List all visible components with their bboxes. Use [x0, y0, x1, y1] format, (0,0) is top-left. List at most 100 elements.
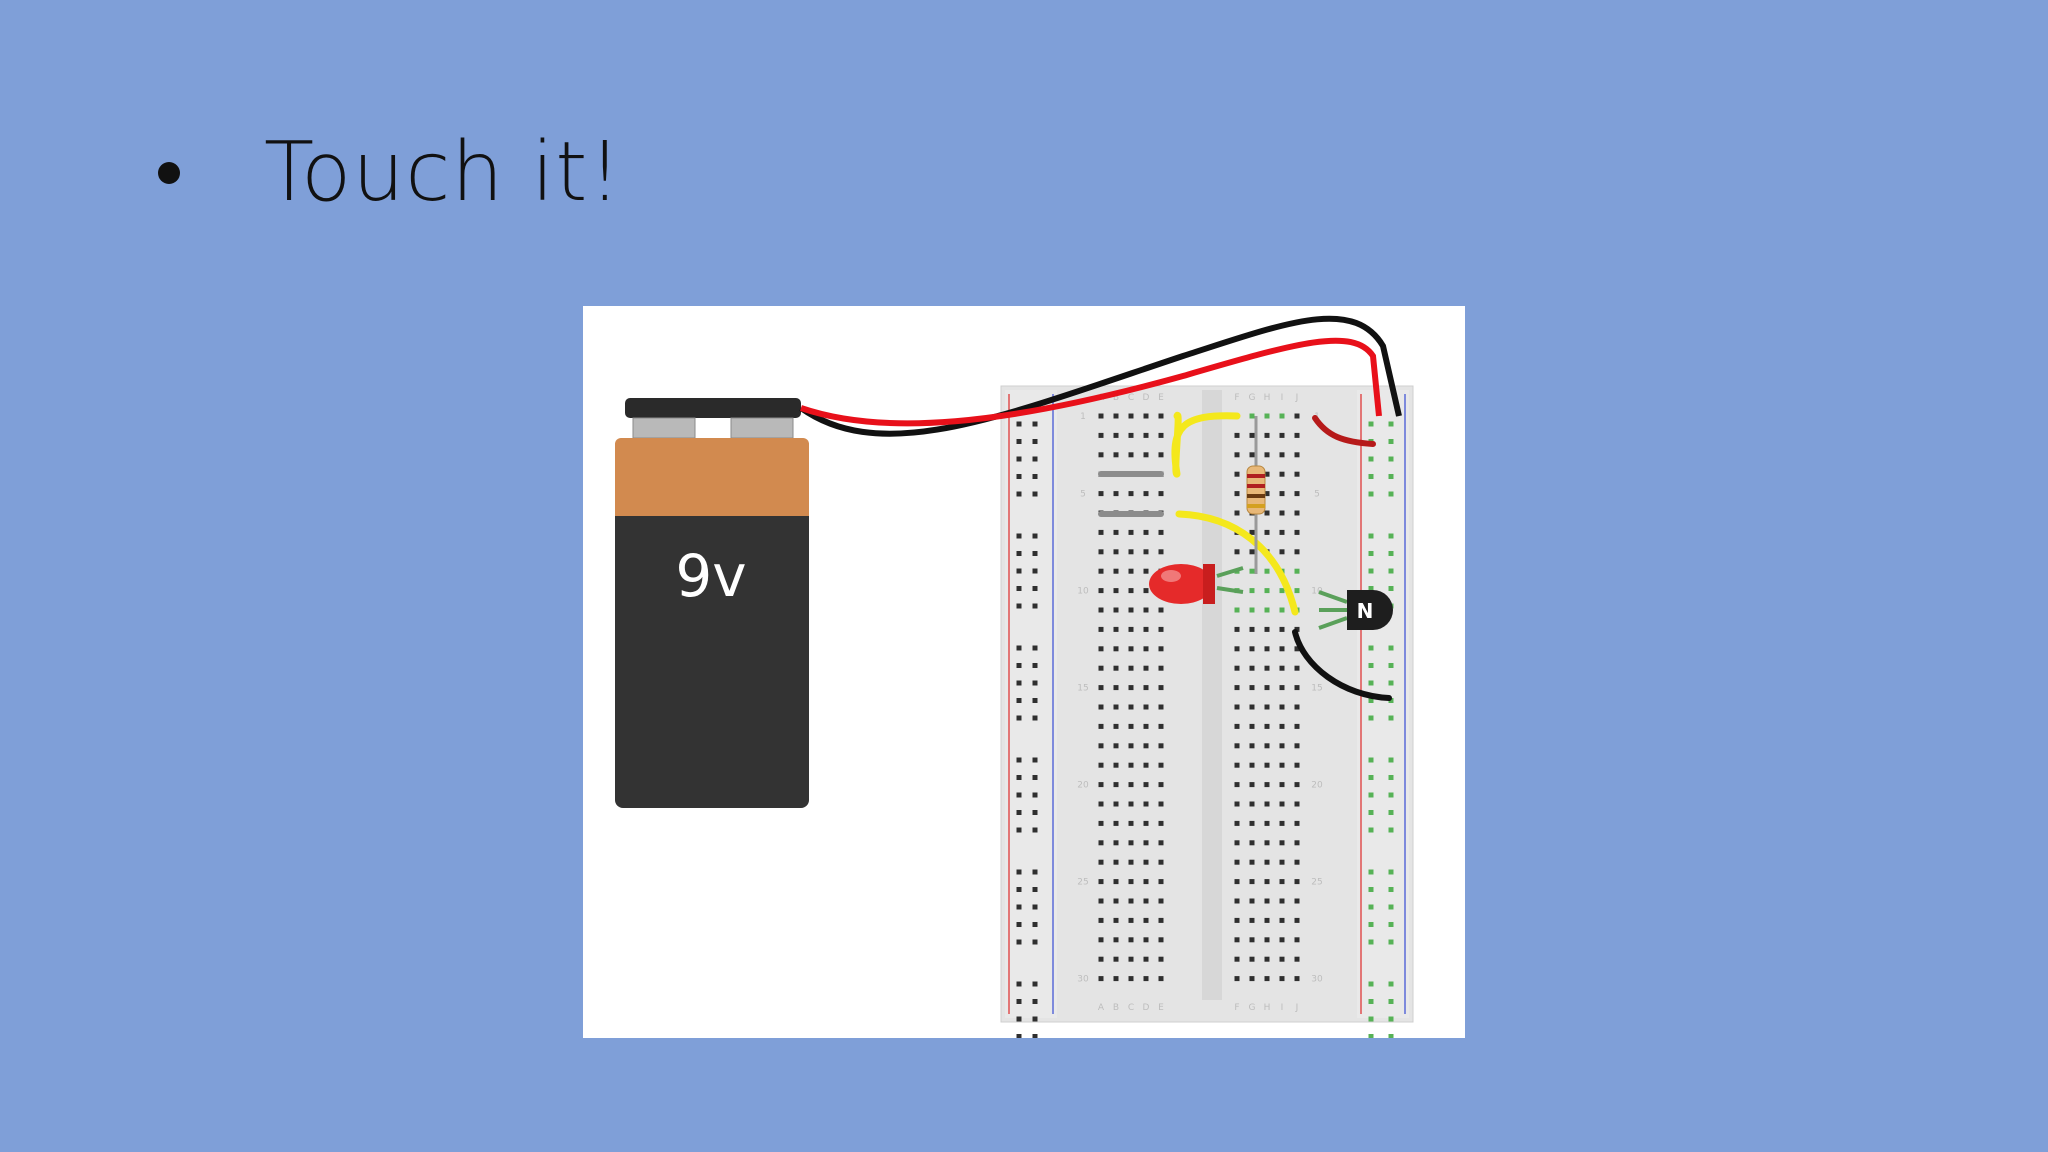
breadboard-hole	[1128, 743, 1134, 749]
breadboard-hole	[1158, 685, 1164, 691]
rail-hole-connected	[1388, 586, 1394, 591]
rail-hole-connected	[1388, 568, 1394, 574]
breadboard-hole	[1279, 413, 1285, 419]
rail-hole-connected	[1368, 474, 1374, 479]
breadboard-hole	[1279, 879, 1285, 885]
rail-hole	[1032, 810, 1038, 815]
rail-hole	[1032, 603, 1038, 609]
breadboard-hole	[1128, 976, 1134, 982]
rail-hole	[1016, 981, 1022, 987]
rail-hole	[1016, 887, 1022, 892]
rail-hole	[1016, 474, 1022, 479]
breadboard-hole	[1143, 879, 1149, 885]
rail-hole	[1016, 680, 1022, 686]
row-number: 25	[1077, 878, 1088, 888]
column-letter: D	[1143, 393, 1150, 403]
led	[1149, 564, 1244, 604]
rail-hole-connected	[1388, 663, 1394, 668]
breadboard-hole	[1158, 917, 1164, 923]
row-number: 20	[1077, 781, 1089, 791]
breadboard-hole	[1158, 743, 1164, 749]
breadboard-hole	[1143, 685, 1149, 691]
breadboard-hole	[1249, 743, 1255, 749]
breadboard-hole	[1113, 840, 1119, 846]
battery-terminal-left	[632, 417, 696, 439]
breadboard-hole	[1264, 859, 1270, 865]
breadboard-hole	[1234, 549, 1240, 555]
breadboard-hole	[1128, 529, 1134, 535]
rail-hole-connected	[1388, 698, 1394, 703]
breadboard-hole	[1143, 898, 1149, 904]
breadboard-hole	[1264, 685, 1270, 691]
breadboard-hole	[1158, 898, 1164, 904]
breadboard-hole	[1098, 665, 1104, 671]
column-letter: J	[1295, 1003, 1299, 1013]
breadboard-hole	[1294, 820, 1300, 826]
breadboard-hole	[1264, 743, 1270, 749]
breadboard-hole	[1234, 762, 1240, 768]
breadboard-hole	[1234, 685, 1240, 691]
breadboard-hole	[1234, 471, 1240, 477]
breadboard-hole	[1234, 859, 1240, 865]
rail-hole-connected	[1388, 904, 1394, 910]
breadboard-hole	[1294, 743, 1300, 749]
rail-hole-connected	[1368, 939, 1374, 945]
column-letter: B	[1113, 393, 1119, 403]
breadboard-hole	[1249, 762, 1255, 768]
breadboard-hole	[1294, 898, 1300, 904]
rail-hole	[1016, 456, 1022, 462]
rail-hole-connected	[1368, 922, 1374, 927]
breadboard-hole	[1128, 879, 1134, 885]
rail-hole-connected	[1368, 698, 1374, 703]
breadboard-hole	[1294, 452, 1300, 458]
column-letter: G	[1249, 393, 1256, 403]
rail-hole	[1032, 775, 1038, 780]
rail-hole	[1032, 887, 1038, 892]
breadboard-hole	[1113, 607, 1119, 613]
breadboard-hole	[1158, 820, 1164, 826]
breadboard-hole	[1249, 432, 1255, 438]
breadboard-hole	[1158, 665, 1164, 671]
yellow-wire-top	[1171, 412, 1241, 478]
breadboard-hole	[1158, 879, 1164, 885]
breadboard-hole	[1158, 413, 1164, 419]
breadboard-hole	[1264, 413, 1270, 419]
rail-hole-connected	[1368, 757, 1374, 763]
breadboard-hole	[1098, 549, 1104, 555]
breadboard-hole	[1113, 685, 1119, 691]
battery-terminal-right	[730, 417, 794, 439]
rail-hole	[1032, 904, 1038, 910]
bullet-text: Touch it!	[264, 125, 623, 220]
battery-snap-cap	[625, 398, 801, 418]
rail-hole	[1016, 491, 1022, 497]
row-number: 1	[1080, 412, 1086, 422]
breadboard-hole	[1234, 491, 1240, 497]
rail-hole-connected	[1368, 533, 1374, 539]
breadboard-hole	[1294, 801, 1300, 807]
breadboard-hole	[1158, 762, 1164, 768]
breadboard-hole	[1234, 937, 1240, 943]
breadboard-hole	[1279, 917, 1285, 923]
breadboard-hole	[1158, 859, 1164, 865]
breadboard-hole	[1234, 782, 1240, 788]
breadboard-hole	[1264, 782, 1270, 788]
breadboard-hole	[1158, 549, 1164, 555]
rail-hole	[1032, 715, 1038, 721]
breadboard-hole	[1128, 568, 1134, 574]
breadboard-hole	[1264, 879, 1270, 885]
breadboard-hole	[1279, 820, 1285, 826]
breadboard-hole	[1128, 646, 1134, 652]
breadboard-hole	[1143, 782, 1149, 788]
breadboard-hole	[1294, 491, 1300, 497]
breadboard-hole	[1279, 801, 1285, 807]
rail-hole	[1032, 456, 1038, 462]
breadboard-hole	[1234, 510, 1240, 516]
breadboard-hole	[1128, 937, 1134, 943]
breadboard-hole	[1098, 432, 1104, 438]
breadboard-hole	[1098, 840, 1104, 846]
breadboard-hole	[1098, 626, 1104, 632]
breadboard-hole	[1113, 432, 1119, 438]
breadboard-hole	[1113, 859, 1119, 865]
breadboard-hole	[1294, 529, 1300, 535]
